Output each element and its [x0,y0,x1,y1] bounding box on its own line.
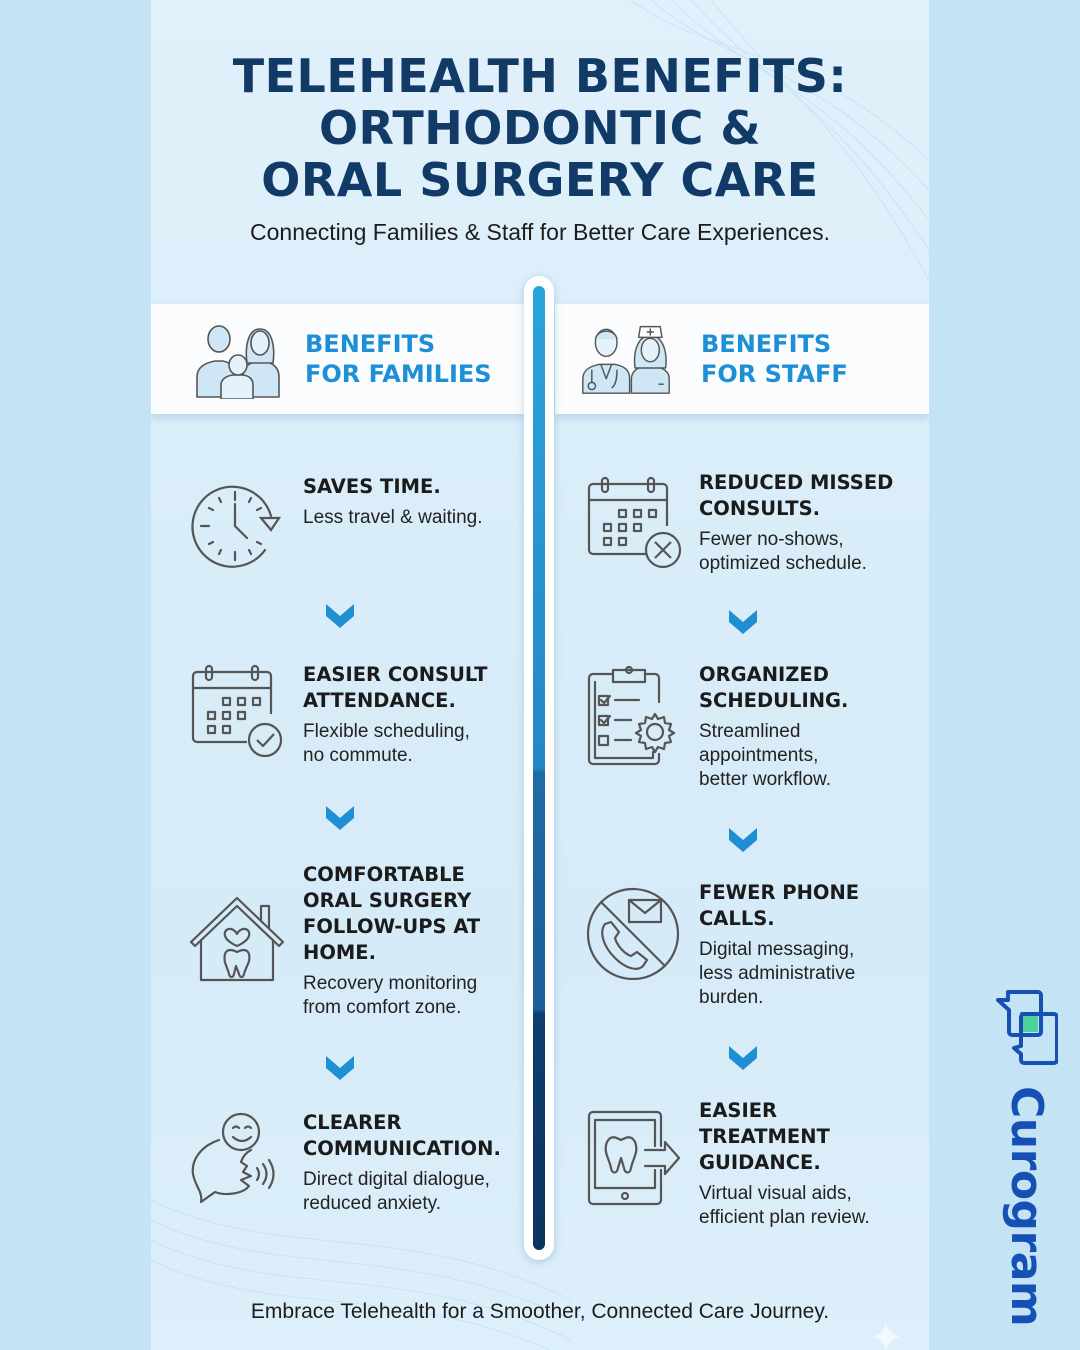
families-item-easier-consult: EASIER CONSULT ATTENDANCE. Flexible sche… [189,662,487,768]
item-title-line: EASIER [699,1099,778,1122]
clipboard-gear-icon [587,665,676,766]
item-description: Direct digital dialogue, reduced anxiety… [303,1168,501,1216]
item-desc-line: Fewer no-shows, [699,529,844,550]
infographic-poster: TELEHEALTH BENEFITS: ORTHODONTIC & ORAL … [151,0,929,1350]
item-description: Virtual visual aids, efficient plan revi… [699,1182,870,1230]
footer-tagline: Embrace Telehealth for a Smoother, Conne… [250,1300,830,1323]
item-description: Digital messaging, less administrative b… [699,938,859,1010]
staff-header-line-1: BENEFITS [701,330,832,358]
item-title-line: CALLS. [699,907,775,930]
item-title-line: ORAL SURGERY [303,889,472,912]
item-title: SAVES TIME. [303,474,483,500]
item-desc-line: better workflow. [699,769,831,790]
calendar-check-icon [191,664,283,758]
calendar-x-icon [587,476,682,569]
item-desc-line: efficient plan review. [699,1207,870,1228]
families-item-comfortable-followups: COMFORTABLE ORAL SURGERY FOLLOW-UPS AT H… [189,862,480,1020]
item-title-line: COMFORTABLE [303,863,465,886]
item-description: Recovery monitoring from comfort zone. [303,972,480,1020]
item-desc-line: Flexible scheduling, [303,721,470,742]
chevron-down-icon [326,1056,354,1080]
item-desc-line: appointments, [699,745,819,766]
families-header-title: BENEFITS FOR FAMILIES [305,329,492,389]
timeline-divider [524,276,554,1260]
families-item-clearer-communication: CLEARER COMMUNICATION. Direct digital di… [189,1110,501,1216]
item-title: FEWER PHONE CALLS. [699,880,859,932]
clock-icon [191,485,282,568]
item-title: EASIER CONSULT ATTENDANCE. [303,662,487,714]
item-description: Flexible scheduling, no commute. [303,720,487,768]
item-title-line: FEWER PHONE [699,881,860,904]
item-title-line: EASIER CONSULT [303,663,488,686]
item-title: REDUCED MISSED CONSULTS. [699,470,893,522]
families-item-saves-time: SAVES TIME. Less travel & waiting. [189,474,483,574]
subtitle: Connecting Families & Staff for Better C… [250,219,830,245]
item-desc-line: burden. [699,987,764,1008]
staff-item-easier-treatment-guidance: EASIER TREATMENT GUIDANCE. Virtual visua… [585,1098,870,1230]
timeline-divider-fill [533,286,545,1250]
families-header-line-1: BENEFITS [305,330,436,358]
brand-name: Curogram [1001,1086,1052,1327]
staff-item-organized-scheduling: ORGANIZED SCHEDULING. Streamlined appoin… [585,662,848,792]
staff-header-line-2: FOR STAFF [701,360,848,388]
item-title: COMFORTABLE ORAL SURGERY FOLLOW-UPS AT H… [303,862,480,966]
item-desc-line: Direct digital dialogue, [303,1169,490,1190]
chevron-down-icon [326,806,354,830]
item-title-line: SAVES TIME. [303,475,441,498]
doctor-nurse-icon [582,325,670,394]
item-title-line: HOME. [303,941,377,964]
staff-header: BENEFITS FOR STAFF [555,304,929,414]
sparkle-icon [871,1322,901,1350]
staff-item-reduced-missed-consults: REDUCED MISSED CONSULTS. Fewer no-shows,… [585,470,893,576]
item-title-line: CONSULTS. [699,497,821,520]
tablet-tooth-icon [587,1110,681,1206]
item-desc-line: Virtual visual aids, [699,1183,852,1204]
item-title-line: ATTENDANCE. [303,689,456,712]
item-title-line: CLEARER [303,1111,402,1134]
item-title-line: TREATMENT [699,1125,830,1148]
families-header: BENEFITS FOR FAMILIES [151,304,525,414]
staff-item-fewer-phone-calls: FEWER PHONE CALLS. Digital messaging, le… [585,880,859,1010]
no-phone-mail-icon [586,887,680,980]
item-desc-line: reduced anxiety. [303,1193,442,1214]
item-title-line: COMMUNICATION. [303,1137,501,1160]
item-title-line: FOLLOW-UPS AT [303,915,481,938]
brand-logo: Curogram [990,988,1060,1326]
item-desc-line: Streamlined [699,721,801,742]
title-line-3: ORAL SURGERY CARE [261,153,819,207]
chevron-down-icon [729,610,757,634]
item-desc-line: from comfort zone. [303,997,462,1018]
staff-header-title: BENEFITS FOR STAFF [701,329,848,389]
title-line-2: ORTHODONTIC & [318,101,762,155]
item-title: EASIER TREATMENT GUIDANCE. [699,1098,870,1176]
chevron-down-icon [729,828,757,852]
item-desc-line: less administrative [699,963,856,984]
chevron-down-icon [729,1046,757,1070]
item-desc-line: Less travel & waiting. [303,507,483,528]
item-title: CLEARER COMMUNICATION. [303,1110,501,1162]
chat-bubbles-logo-icon [996,990,1058,1065]
item-description: Streamlined appointments, better workflo… [699,720,848,792]
item-desc-line: Recovery monitoring [303,973,478,994]
chevron-down-icon [326,604,354,628]
item-desc-line: no commute. [303,745,413,766]
item-description: Less travel & waiting. [303,506,483,530]
speech-bubble-smile-icon [191,1112,275,1204]
item-title-line: REDUCED MISSED [699,471,894,494]
item-description: Fewer no-shows, optimized schedule. [699,528,893,576]
item-title-line: GUIDANCE. [699,1151,821,1174]
item-desc-line: Digital messaging, [699,939,855,960]
family-icon [196,325,280,399]
item-desc-line: optimized schedule. [699,553,867,574]
item-title-line: SCHEDULING. [699,689,849,712]
title-line-1: TELEHEALTH BENEFITS: [232,49,848,103]
item-title: ORGANIZED SCHEDULING. [699,662,848,714]
families-header-line-2: FOR FAMILIES [305,360,492,388]
item-title-line: ORGANIZED [699,663,829,686]
page-title: TELEHEALTH BENEFITS: ORTHODONTIC & ORAL … [151,50,929,206]
house-tooth-icon [189,896,285,982]
